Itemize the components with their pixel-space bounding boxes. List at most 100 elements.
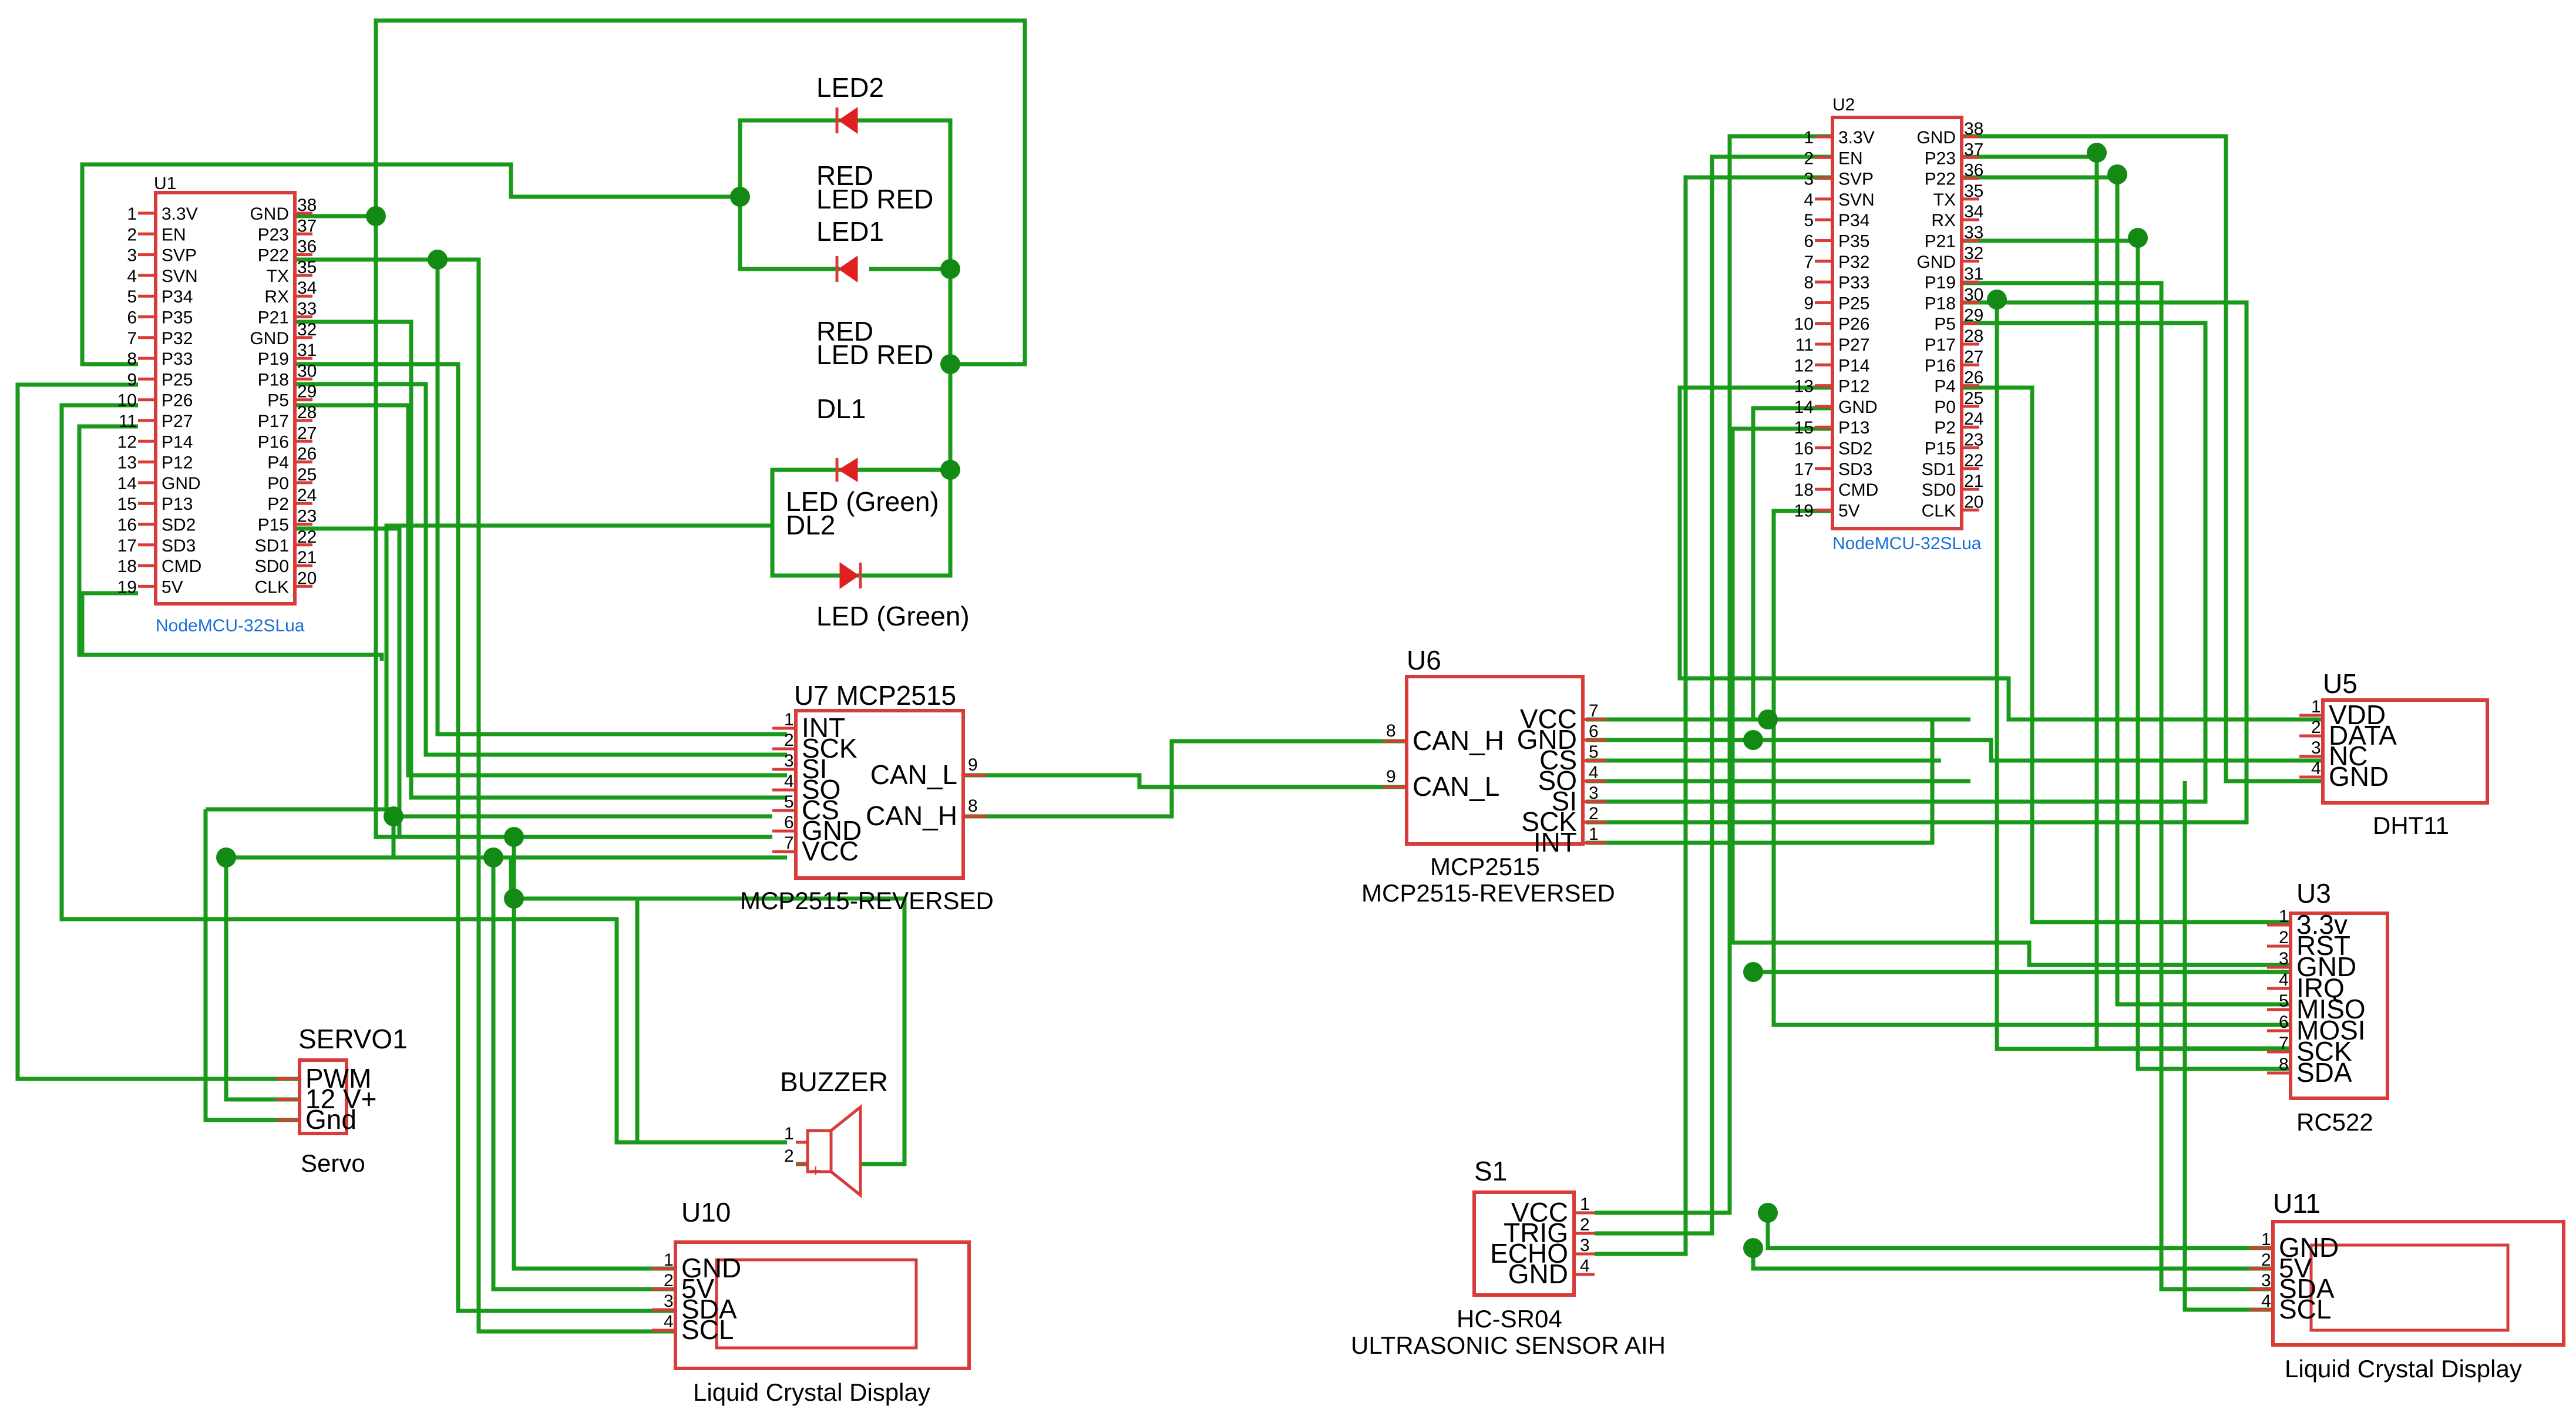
u1-pin-label: 5V [162,577,183,597]
dl2[interactable]: DL2 LED (Green) [786,510,970,631]
wire-u2-p19 [1962,281,2164,719]
led2-ref: LED2 [816,72,884,103]
junction-dot [428,250,448,270]
u2-pin-label: P13 [1838,418,1869,438]
u1-pin-number: 8 [127,349,137,369]
u1-pin-number: 32 [297,320,317,339]
u1-pin-label: SD2 [162,516,196,535]
u3-rc522[interactable]: U3 RC522 [2289,878,2389,1136]
u6-pin-label: CAN_L [1413,771,1499,802]
u7-part-name: MCP2515-REVERSED [740,887,994,914]
u1-pin-label: P26 [162,391,193,411]
u1-pin-number: 14 [117,474,137,493]
u1-pin-number: 12 [117,432,137,452]
u2-pin-number: 32 [1964,244,1983,263]
wire-u1-p21 [295,319,787,800]
wire-u2-p13 [1730,426,2291,967]
s1-ref: S1 [1474,1156,1507,1186]
led1[interactable]: LED1 RED LED RED [816,216,933,370]
buzzer[interactable]: BUZZER 1 2 + [780,1067,888,1199]
led2-line1: RED [816,160,873,191]
u11-ref: U11 [2273,1188,2321,1219]
wire-u1-p5 [295,403,787,778]
u2-pin-label: P14 [1838,356,1869,375]
u2-pin-number: 24 [1964,409,1983,429]
u1-nodemcu[interactable]: U1 NodeMCU-32SLua [154,174,305,635]
u2-pin-label: P18 [1925,294,1956,313]
s1-part-1: HC-SR04 [1457,1305,1562,1333]
junction-dot [1743,962,1763,982]
u2-pin-number: 27 [1964,347,1983,366]
u10-pin-number: 3 [664,1291,674,1311]
u2-pin-number: 20 [1964,492,1983,512]
u1-pin-number: 1 [127,204,137,224]
wire-u11-gnd [1751,1248,2291,1271]
wire-u1-p18 [295,382,787,757]
dl1[interactable]: DL1 LED (Green) [786,393,939,517]
u2-pin-number: 21 [1964,472,1983,491]
u10-lcd[interactable]: U10 Liquid Crystal Display [674,1197,971,1406]
u1-pin-label: GND [250,329,289,348]
u2-pin-label: EN [1838,149,1863,168]
u10-ref: U10 [681,1197,731,1227]
u2-pin-number: 34 [1964,202,1983,221]
u1-pin-label: P18 [258,370,289,389]
u1-pin-label: P23 [258,225,289,244]
u3-pin-number: 8 [2279,1055,2289,1074]
u1-pin-number: 6 [127,308,137,328]
u1-pin-label: P5 [267,391,289,411]
u3-pin-number: 1 [2279,907,2289,926]
u2-pin-label: GND [1916,128,1956,147]
u2-ref: U2 [1832,95,1855,115]
u2-pin-label: GND [1916,253,1956,272]
u1-pin-label: P22 [258,246,289,265]
wire-servo-12v [224,857,300,1102]
u11-pin-label: SDA [2279,1273,2335,1304]
u5-part-name: DHT11 [2373,812,2449,839]
led2[interactable]: LED2 RED LED RED [816,72,933,214]
s1-hcsr04[interactable]: S1 HC-SR04 ULTRASONIC SENSOR AIH [1351,1156,1666,1359]
u5-pin-number: 3 [2311,738,2321,758]
wire-led2-anode [770,118,953,578]
u7-mcp2515[interactable]: U7 MCP2515 MCP2515-REVERSED [740,680,994,914]
u2-pin-number: 7 [1804,253,1814,272]
wire-lcd-gnd [512,837,675,1271]
servo1[interactable]: SERVO1 Servo [298,1024,408,1177]
u7-pin-number: 9 [968,755,978,775]
u7-pin-label: SCK [802,733,857,764]
u11-pin-number: 4 [2261,1291,2271,1311]
junction-dot [2087,143,2107,163]
u6-pin-label: SO [1538,765,1577,796]
u1-pin-number: 29 [297,382,317,402]
u2-pin-number: 10 [1794,315,1814,334]
u2-pin-label: P15 [1925,439,1956,459]
u1-pin-number: 15 [117,495,137,514]
u2-pin-label: P35 [1838,232,1869,251]
s1-pin-number: 3 [1580,1236,1590,1255]
u1-pin-label: P14 [162,432,193,452]
u2-pin-number: 5 [1804,211,1814,230]
wire-ground-bus [206,807,787,860]
u6-pin-label: INT [1534,827,1577,857]
u6-pin-number: 9 [1386,767,1396,786]
u1-pin-number: 21 [297,548,317,567]
wire-u2-5v [1771,509,2291,1027]
u2-pin-number: 26 [1964,368,1983,388]
u1-pin-label: P21 [258,308,289,328]
u2-nodemcu[interactable]: U2 NodeMCU-32SLua [1831,95,1982,553]
u11-lcd[interactable]: U11 Liquid Crystal Display [2271,1188,2565,1383]
u1-pin-label: GND [162,474,201,493]
u6-part-2: MCP2515-REVERSED [1361,879,1615,907]
u7-pin-number: 6 [784,813,794,832]
u7-pin-number: 1 [784,710,794,729]
wire-u1-p15 [295,526,402,837]
u10-pin-label: GND [681,1253,741,1283]
u6-mcp2515[interactable]: U6 MCP2515 MCP2515-REVERSED [1361,645,1615,907]
u5-dht11[interactable]: U5 DHT11 [2321,668,2489,839]
u6-pin-label: SCK [1521,806,1577,837]
s1-pin-label: GND [1508,1259,1568,1289]
u7-pin-label: SO [802,774,840,805]
s1-pin-number: 4 [1580,1256,1590,1276]
led1-line1: RED [816,316,873,347]
u1-pin-label: SD3 [162,536,196,556]
